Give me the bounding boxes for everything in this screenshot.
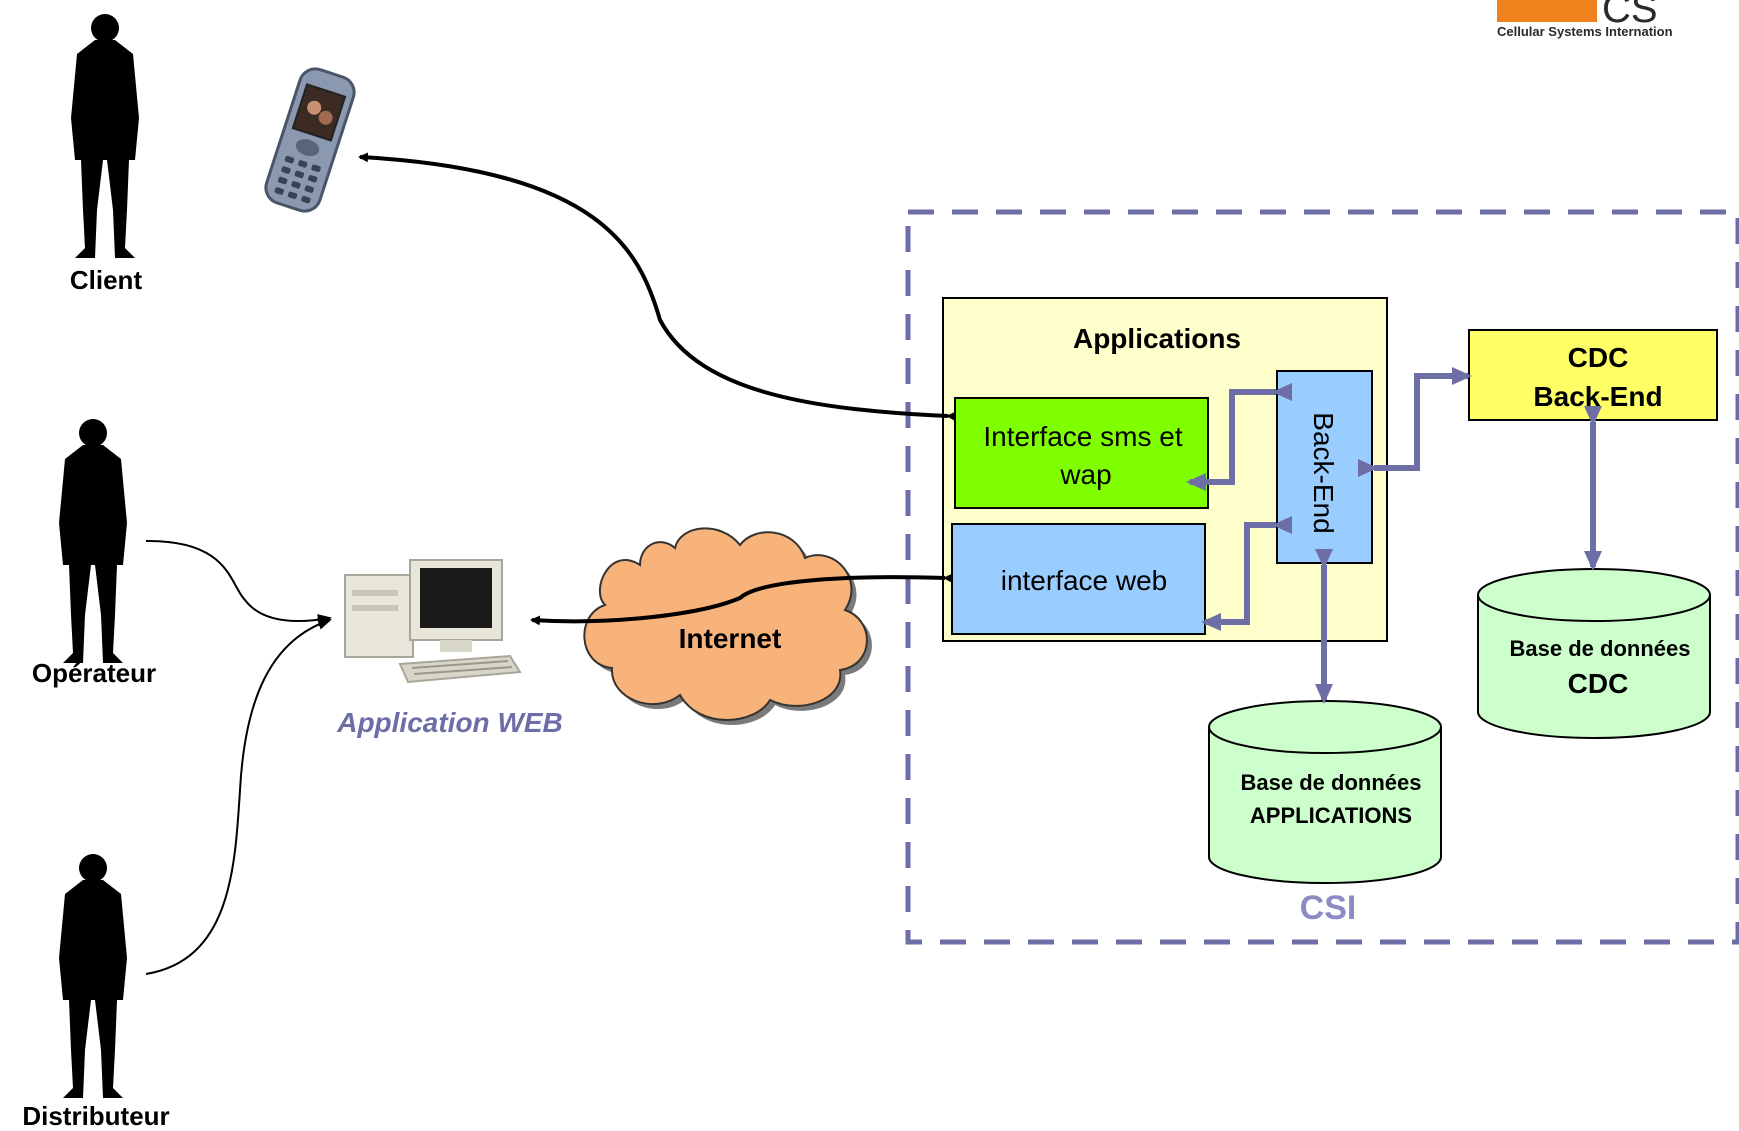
csi-zone-border xyxy=(905,209,1739,945)
db-cdc-cylinder xyxy=(1477,568,1711,739)
backend-box xyxy=(1276,370,1373,564)
cdc-backend-line1: CDC xyxy=(1568,342,1629,373)
cdc-backend-box xyxy=(1468,329,1718,421)
db-cdc-line2: CDC xyxy=(1568,668,1629,699)
db-applications-cylinder xyxy=(1208,700,1442,884)
desktop-computer-icon xyxy=(344,559,522,684)
backend-sms-link xyxy=(1186,383,1292,491)
operateur-connector xyxy=(145,539,332,626)
backend-label: Back-End xyxy=(1308,412,1339,533)
distributeur-connector xyxy=(145,618,332,975)
internet-label: Internet xyxy=(679,623,782,654)
web-app-label: Application WEB xyxy=(336,707,563,738)
logo-orange-block xyxy=(1497,0,1597,22)
actor-operateur-label: Opérateur xyxy=(32,658,156,688)
person-client-icon xyxy=(71,14,139,258)
logo-tagline: Cellular Systems Internation xyxy=(1497,24,1673,39)
interface-sms-line1: Interface sms et xyxy=(983,421,1182,452)
actor-distributeur-label: Distributeur xyxy=(22,1101,169,1131)
applications-title: Applications xyxy=(1073,323,1241,354)
person-distributeur-icon xyxy=(59,854,127,1098)
interface-sms-line2: wap xyxy=(1059,459,1111,490)
csi-zone-label: CSI xyxy=(1300,889,1357,927)
db-cdc-line1: Base de données xyxy=(1510,636,1691,661)
actor-client-label: Client xyxy=(70,265,143,295)
backend-web-link xyxy=(1201,516,1292,631)
csi-logo: CS Cellular Systems Internation xyxy=(1497,0,1673,39)
interface-sms-wap-box xyxy=(954,397,1209,509)
db-applications-line2: APPLICATIONS xyxy=(1250,803,1412,828)
web-internet-connector xyxy=(530,573,954,626)
person-operateur-icon xyxy=(59,419,127,663)
logo-letters: CS xyxy=(1602,0,1658,31)
phone-sms-connector xyxy=(358,152,957,422)
db-applications-line1: Base de données xyxy=(1241,770,1422,795)
mobile-phone-icon xyxy=(264,67,356,213)
interface-web-label: interface web xyxy=(1001,565,1168,596)
cdc-backend-line2: Back-End xyxy=(1533,381,1662,412)
backend-cdc-link xyxy=(1358,367,1472,477)
